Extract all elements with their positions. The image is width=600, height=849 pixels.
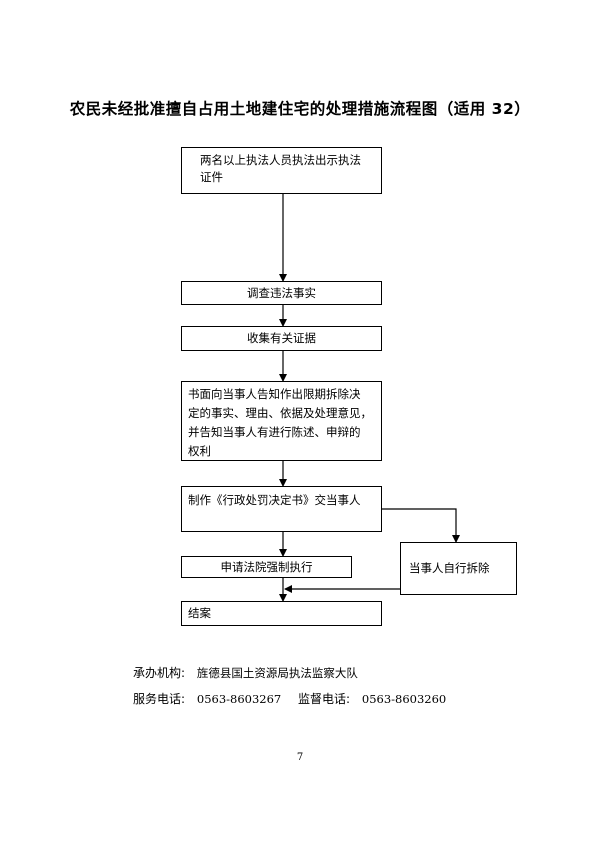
arrow-5-to-6: [382, 508, 460, 543]
step-label: 收集有关证据: [247, 331, 316, 345]
step-label: 书面向当事人告知作出限期拆除决 定的事实、理由、依据及处理意见， 并告知当事人有…: [188, 387, 372, 458]
footer-service-phone: 服务电话: 0563-8603267: [133, 690, 281, 707]
step-label: 两名以上执法人员执法出示执法 证件: [200, 153, 361, 184]
step-investigate-facts: 调查违法事实: [181, 281, 382, 305]
supervise-value: 0563-8603260: [361, 692, 447, 706]
service-label: 服务电话:: [133, 692, 186, 706]
footer-organization: 承办机构: 旌德县国土资源局执法监察大队: [133, 664, 358, 681]
step-label: 调查违法事实: [247, 285, 316, 300]
step-court-enforcement: 申请法院强制执行: [181, 556, 352, 578]
step-label: 申请法院强制执行: [220, 559, 313, 574]
step-label: 制作《行政处罚决定书》交当事人: [188, 493, 361, 507]
org-label: 承办机构:: [133, 666, 186, 680]
org-value: 旌德县国土资源局执法监察大队: [196, 666, 358, 680]
footer-supervision-phone: 监督电话: 0563-8603260: [298, 690, 446, 707]
page-number: 7: [296, 752, 304, 763]
step-label: 结案: [188, 606, 211, 620]
step-self-demolition: 当事人自行拆除: [400, 542, 517, 595]
step-written-notice: 书面向当事人告知作出限期拆除决 定的事实、理由、依据及处理意见， 并告知当事人有…: [181, 381, 382, 461]
supervise-label: 监督电话:: [298, 692, 351, 706]
page-title: 农民未经批准擅自占用土地建住宅的处理措施流程图（适用 32）: [69, 100, 531, 118]
step-issue-decision: 制作《行政处罚决定书》交当事人: [181, 486, 382, 532]
step-show-credentials: 两名以上执法人员执法出示执法 证件: [181, 147, 382, 194]
step-label: 当事人自行拆除: [409, 561, 490, 575]
service-value: 0563-8603267: [196, 692, 282, 706]
step-collect-evidence: 收集有关证据: [181, 326, 382, 351]
step-close-case: 结案: [181, 601, 382, 626]
